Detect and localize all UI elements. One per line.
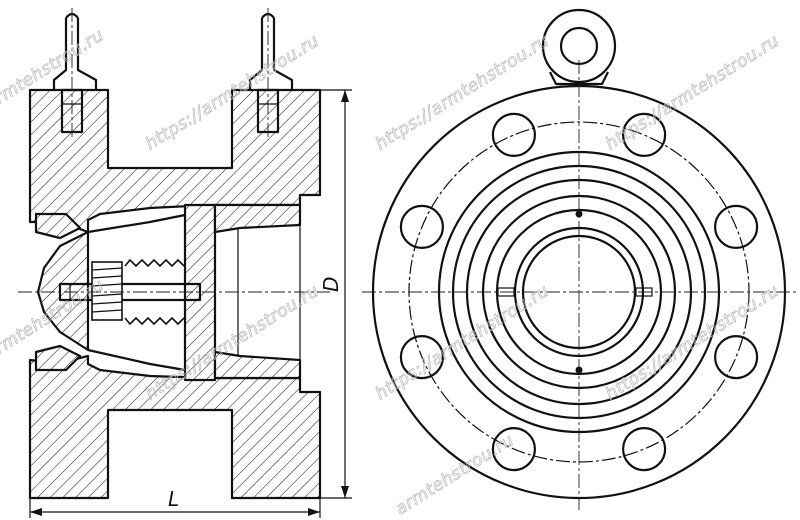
bolt-hole [621, 427, 667, 472]
bolt-hole [491, 427, 537, 472]
dimension-d: D [300, 89, 352, 499]
watermark-6: https://armtehstrou.ru [602, 281, 783, 404]
bolt-hole [713, 335, 759, 380]
seat-ring-top [34, 212, 82, 240]
bolt-hole [399, 335, 444, 380]
end-view [362, 8, 798, 510]
watermark-9: armtehstrou.ru [392, 430, 518, 519]
cone-insert [213, 203, 302, 234]
valve-body-section-lower [28, 354, 322, 500]
bolt-hole [491, 112, 537, 157]
seat-ring-bottom [34, 344, 82, 372]
dimension-d-label: D [319, 277, 343, 292]
section-view: D L [18, 8, 352, 518]
bolt-hole [399, 204, 444, 249]
watermark-5: https://armtehstrou.ru [372, 281, 553, 404]
dimension-l: L [29, 487, 321, 518]
inner-spring [91, 261, 123, 321]
dimension-l-label: L [168, 487, 179, 511]
disc-section [36, 230, 90, 352]
bolt-holes [399, 112, 759, 472]
bolt-hole [621, 112, 667, 157]
bolt-hole [713, 204, 759, 249]
outer-spring [124, 258, 185, 326]
